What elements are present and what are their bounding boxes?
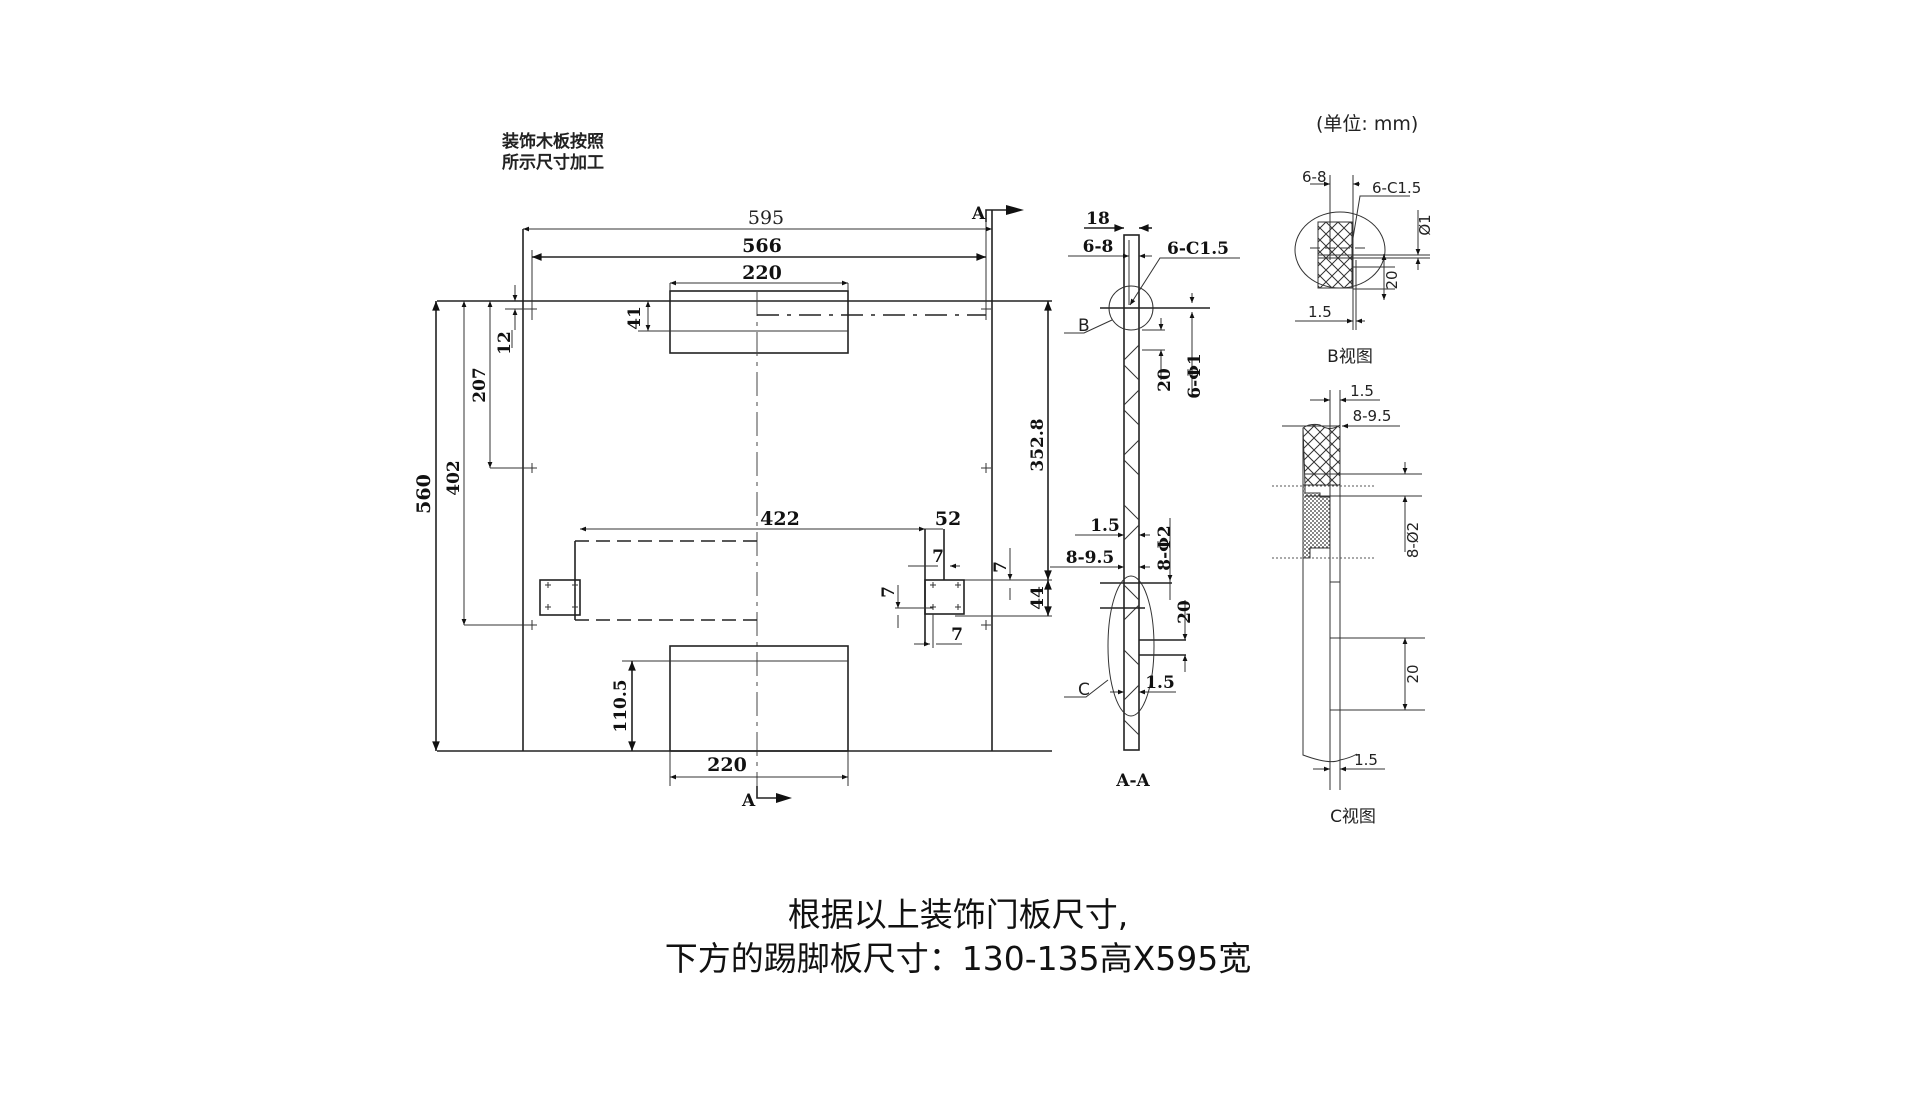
section-marker-top: A [971,204,986,224]
dim-label-207: 207 [470,367,490,403]
section-view-a-a: 18 6-8 6-C1.5 B 20 6-Φ1 1.5 8-9.5 8-Φ2 [1050,209,1240,791]
dim-label-6-phi1: 6-Φ1 [1185,353,1205,399]
leader-6-c1-5 [1129,257,1240,306]
dim-label-220-top: 220 [742,262,782,284]
dim-label-41: 41 [625,306,645,330]
dim-label-44: 44 [1028,586,1048,610]
section-hatch [1123,344,1140,736]
dim-label-c-8-phi2: 8-Ø2 [1404,522,1422,558]
detail-c-slot2 [1329,637,1340,790]
caption-line2: 下方的踢脚板尺寸：130-135高X595宽 [665,939,1251,978]
detail-c-hatch [1302,423,1341,486]
dim-label-b-6-c1-5: 6-C1.5 [1372,179,1421,197]
section-panel [1123,234,1140,751]
detail-c-dots [1302,484,1331,559]
dim-label-7-c: 7 [879,586,899,598]
detail-c-view: 8-Ø2 1.5 8-9.5 20 1.5 C视图 [1272,382,1425,827]
processing-note-line2: 所示尺寸加工 [502,152,604,173]
unit-label: (单位: mm) [1316,113,1418,135]
dim-label-1-5-bot: 1.5 [1145,673,1175,693]
dim-label-352-8: 352.8 [1028,418,1048,471]
section-arrowhead-top [1006,205,1024,215]
dim-label-8-9-5: 8-9.5 [1066,548,1114,568]
dim-label-566: 566 [742,235,782,257]
dim-label-b-1-5: 1.5 [1308,303,1332,321]
dim-label-c-1-5-top: 1.5 [1350,382,1374,400]
detail-c-title: C视图 [1330,807,1376,827]
section-title-a-a: A-A [1115,771,1150,791]
section-arrow-top [985,209,1010,222]
dim-label-c-20: 20 [1404,664,1422,683]
leader-b [1064,319,1113,334]
dim-label-18: 18 [1086,209,1110,229]
dim-label-595: 595 [748,207,784,229]
left-bracket-holes [545,582,578,610]
processing-note-line1: 装饰木板按照 [501,131,604,152]
dim-label-12: 12 [495,331,515,355]
hole-marks [527,304,991,630]
dim-label-b-20: 20 [1383,270,1401,289]
detail-b-title: B视图 [1327,347,1373,367]
dim-label-402: 402 [444,460,464,496]
dim-label-c-1-5-bot: 1.5 [1354,751,1378,769]
dim-label-220-bottom: 220 [707,754,747,776]
section-arrowhead-bottom [776,793,792,803]
caption-line1: 根据以上装饰门板尺寸, [788,895,1129,934]
dim-label-422: 422 [760,508,800,530]
dim-label-6-8: 6-8 [1083,237,1114,257]
leader-b-chamfer [1352,195,1410,239]
dim-label-110-5: 110.5 [611,679,631,732]
detail-c-slot [1329,560,1340,583]
leader-c [1064,679,1109,698]
dim-label-7-b: 7 [991,561,1011,573]
dim-label-b-phi1: Ø1 [1416,214,1434,235]
dim-label-7-d: 7 [951,625,963,645]
dim-label-20-c: 20 [1175,600,1195,624]
dim-label-6-c1-5: 6-C1.5 [1167,239,1229,259]
front-view: 595 566 220 41 12 560 402 207 [413,204,1052,811]
dim-label-7-a: 7 [932,547,944,567]
section-marker-bottom: A [741,791,756,811]
dim-label-52: 52 [935,508,961,530]
dim-label-8-phi2: 8-Φ2 [1155,525,1175,571]
dim-label-20-b: 20 [1155,368,1175,392]
detail-b-view: 6-8 6-C1.5 Ø1 20 1.5 B视图 [1294,168,1434,367]
dim-label-560: 560 [413,474,435,514]
bottom-cutout [669,645,849,752]
dim-label-1-5-top: 1.5 [1090,516,1120,536]
right-bracket-holes [930,582,961,610]
left-bracket-plate [539,579,581,616]
top-cutout [669,290,849,354]
dim-label-b-6-8: 6-8 [1302,168,1327,186]
section-arrow-bottom [756,786,780,799]
dim-label-c-8-9-5: 8-9.5 [1353,407,1392,425]
detail-c-ellipse [1107,575,1155,717]
detail-b-marker: B [1078,316,1090,336]
right-bracket-plate [924,579,965,615]
detail-c-marker: C [1078,680,1090,700]
